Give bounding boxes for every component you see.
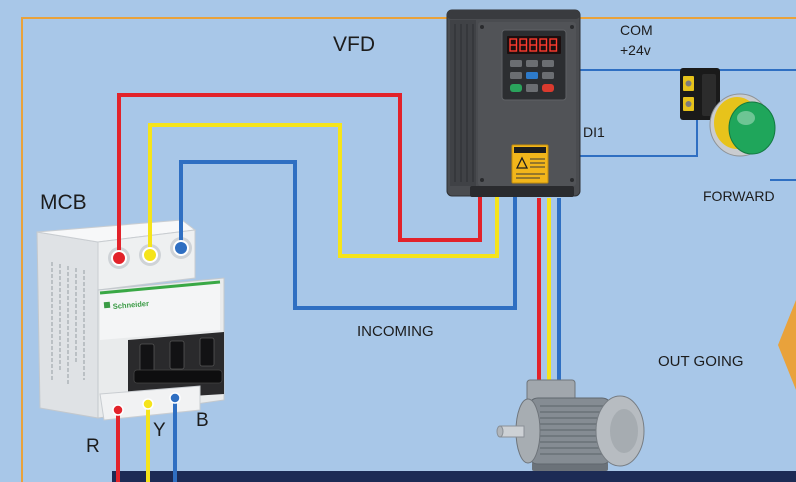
com-label: COM [620,22,653,38]
plus-24v-label: +24v [620,42,651,58]
vfd-key [526,84,538,92]
wire-red-incoming [117,93,482,258]
vfd-display-digits-icon [509,38,558,52]
motor-shaft-end [496,425,504,438]
warning-triangle-icon [515,156,529,169]
outgoing-label: OUT GOING [658,353,744,370]
caution-label-band [514,147,546,153]
vfd-key [542,60,554,67]
motor-fan-cover-center [610,409,638,453]
vfd-key [510,72,522,79]
mcb-brand-logo: Schneider [112,299,149,311]
motor-icon [496,379,645,471]
vfd-stop-key [542,84,554,92]
phase-y-label: Y [153,420,166,441]
wire-blue-incoming [179,160,517,310]
vfd-key [510,60,522,67]
di1-label: DI1 [583,124,605,140]
vfd-screw [480,178,484,182]
mcb-terminal-yellow-bottom [142,398,154,410]
mcb-front-step [100,281,220,340]
schneider-logo-icon [103,301,111,309]
wire-yellow-incoming [148,123,499,258]
mcb-terminal-yellow-top [142,247,158,263]
vfd-top-vent [447,10,580,19]
caution-label-icon [511,144,549,184]
mcb-terminal-blue-bottom [169,392,181,404]
incoming-label: INCOMING [357,323,434,340]
bottom-band [112,471,796,482]
motor-shaft [499,425,525,438]
wire-di1 [580,118,698,157]
phase-b-label: B [196,410,209,431]
push-button-icon [680,68,776,157]
mcb-handle-tie-bar [133,369,223,384]
vfd-label: VFD [333,33,375,56]
phase-r-label: R [86,436,100,457]
mcb-side-print [51,262,85,386]
right-accent-diamond [778,300,796,390]
push-button-highlight [737,111,755,125]
motor-cooling-fins [540,405,606,455]
mcb-label: MCB [40,191,87,214]
vfd-heatsink-side [450,20,476,186]
mcb-handle-pole-3 [199,337,215,367]
contact-block-side [702,74,716,116]
vfd-key [526,72,538,79]
contact-block-screw [685,101,692,107]
vfd-screw [570,25,574,29]
mcb-handle-pole-1 [139,343,155,373]
mcb-green-stripe [99,280,221,295]
mcb-terminal-red-bottom [112,404,124,416]
push-button-cap [728,101,776,155]
vfd-heatsink-ribs [454,24,474,182]
vfd-key [526,60,538,67]
forward-label: FORWARD [703,188,775,204]
vfd-icon [446,9,581,197]
mcb-terminal-red-top [111,250,127,266]
vfd-screw [480,25,484,29]
mcb-handle-pole-2 [169,340,185,370]
vfd-terminal-strip [470,186,574,197]
mcb-terminal-blue-top [173,240,189,256]
contact-block-screw [685,80,692,87]
vfd-keypad-keys [510,60,554,92]
vfd-run-key [510,84,522,92]
mcb-side-face [36,231,99,419]
vfd-screw [570,178,574,182]
vfd-key [542,72,554,79]
